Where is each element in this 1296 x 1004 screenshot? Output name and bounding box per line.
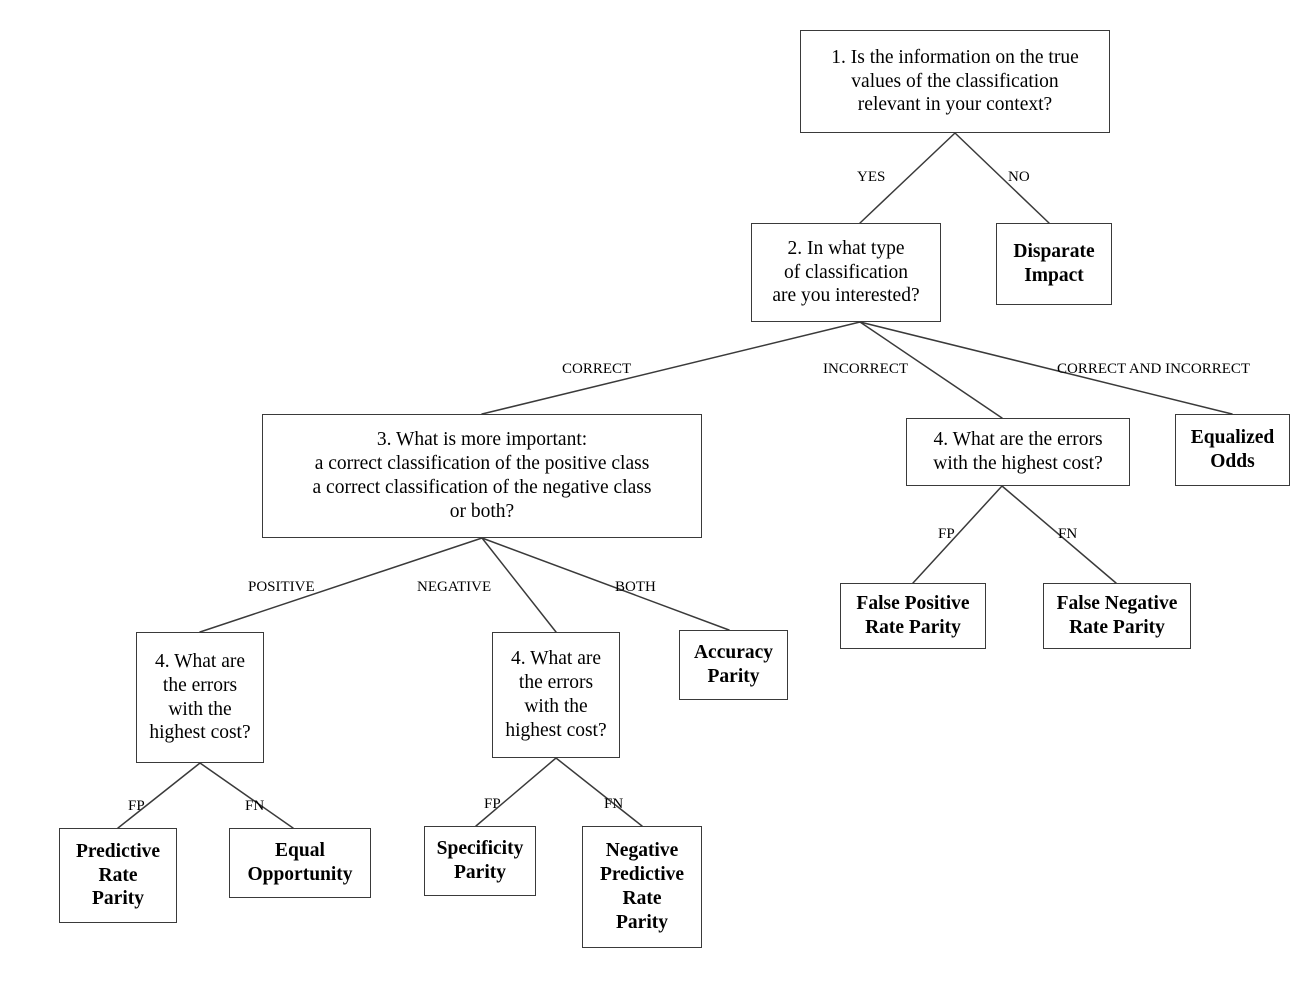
edge-label-fn-incorrect: FN [1058, 526, 1078, 542]
edge-label-yes: YES [857, 169, 886, 185]
edge-q2-q3 [481, 321, 861, 415]
edge-label-positive: POSITIVE [248, 579, 315, 595]
edge-q1-disparate-impact [954, 132, 1050, 224]
node-q4-incorrect-errors[interactable]: 4. What are the errors with the highest … [906, 418, 1130, 486]
node-q4-negative-errors[interactable]: 4. What are the errors with the highest … [492, 632, 620, 758]
node-equal-opportunity[interactable]: Equal Opportunity [229, 828, 371, 898]
node-equalized-odds[interactable]: Equalized Odds [1175, 414, 1290, 486]
node-disparate-impact[interactable]: Disparate Impact [996, 223, 1112, 305]
node-q1-root[interactable]: 1. Is the information on the true values… [800, 30, 1110, 133]
edge-q4n-fn [555, 757, 643, 827]
edge-q4i-fp [912, 485, 1003, 584]
edge-label-fp-positive: FP [128, 798, 145, 814]
edge-q3-q4-negative [481, 537, 557, 633]
edge-q4p-fp [117, 762, 201, 829]
edge-label-both: BOTH [615, 579, 656, 595]
node-predictive-rate-parity[interactable]: Predictive Rate Parity [59, 828, 177, 923]
edge-label-fp-incorrect: FP [938, 526, 955, 542]
node-q2-classification-type[interactable]: 2. In what type of classification are yo… [751, 223, 941, 322]
edge-label-incorrect: INCORRECT [823, 361, 909, 377]
edge-q4p-fn [199, 762, 294, 829]
node-q3-what-is-more-important[interactable]: 3. What is more important: a correct cla… [262, 414, 702, 538]
edge-label-correct: CORRECT [562, 361, 632, 377]
node-specificity-parity[interactable]: Specificity Parity [424, 826, 536, 896]
edge-label-fp-negative: FP [484, 796, 501, 812]
node-false-positive-rate-parity[interactable]: False Positive Rate Parity [840, 583, 986, 649]
node-q4-positive-errors[interactable]: 4. What are the errors with the highest … [136, 632, 264, 763]
edge-label-fn-positive: FN [245, 798, 265, 814]
edge-q4n-fp [475, 757, 557, 827]
node-false-negative-rate-parity[interactable]: False Negative Rate Parity [1043, 583, 1191, 649]
edge-label-negative: NEGATIVE [417, 579, 492, 595]
node-negative-predictive-rate-parity[interactable]: Negative Predictive Rate Parity [582, 826, 702, 948]
edge-label-fn-negative: FN [604, 796, 624, 812]
edge-label-correct-and-incorrect: CORRECT AND INCORRECT [1057, 361, 1251, 377]
edge-q3-accuracy-parity [481, 537, 730, 631]
edge-label-no: NO [1008, 169, 1030, 185]
node-accuracy-parity[interactable]: Accuracy Parity [679, 630, 788, 700]
